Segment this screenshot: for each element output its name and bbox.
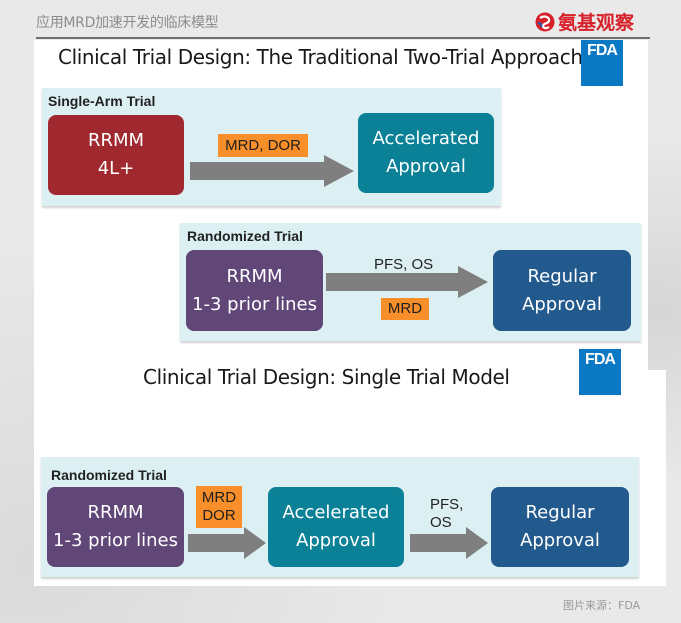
rrmm-prior-lines-box: RRMM 1-3 prior lines	[186, 250, 323, 331]
box-line2: Approval	[520, 530, 600, 551]
pfs-os-endpoint-label: PFS, OS	[374, 256, 434, 273]
accelerated-approval-box: Accelerated Approval	[358, 113, 494, 193]
randomized-trial-label: Randomized Trial	[187, 228, 303, 244]
box-line1: Accelerated	[282, 502, 390, 523]
box-line2: Approval	[296, 530, 376, 551]
arrow-right-icon	[410, 527, 488, 559]
fda-logo-icon: FDA	[579, 349, 621, 395]
mrd-endpoint-tag: MRD	[381, 298, 429, 320]
single-arm-trial-label: Single-Arm Trial	[48, 93, 156, 109]
rrmm-prior-lines-box: RRMM 1-3 prior lines	[47, 487, 184, 567]
page-header-title: 应用MRD加速开发的临床模型	[36, 15, 219, 31]
rrmm-4l-box: RRMM 4L+	[48, 115, 184, 195]
box-line2: Approval	[386, 156, 466, 177]
mrd-dor-endpoint-tag: MRD, DOR	[218, 134, 308, 157]
box-line1: RRMM	[87, 130, 145, 151]
fda-logo-text: FDA	[585, 351, 616, 368]
arrow-right-icon	[326, 266, 488, 298]
box-line2: 1-3 prior lines	[53, 530, 178, 551]
box-line1: RRMM	[87, 502, 144, 523]
box-line1: RRMM	[226, 265, 283, 287]
regular-approval-box: Regular Approval	[491, 487, 629, 567]
label-line2: OS	[430, 514, 452, 531]
randomized-trial-label: Randomized Trial	[51, 467, 167, 483]
tag-line1: MRD	[201, 489, 237, 506]
box-line2: 1-3 prior lines	[192, 293, 317, 315]
arrow-right-icon	[188, 527, 266, 559]
fda-logo-icon: FDA	[581, 40, 623, 86]
header-divider	[36, 37, 650, 39]
accelerated-approval-box: Accelerated Approval	[268, 487, 404, 567]
regular-approval-box: Regular Approval	[493, 250, 631, 331]
label-line1: PFS,	[430, 496, 464, 513]
arrow-right-icon	[190, 155, 354, 187]
box-line1: Regular	[525, 502, 595, 523]
fda-logo-text: FDA	[587, 42, 618, 59]
box-line2: 4L+	[97, 158, 135, 179]
pfs-os-endpoint-label: PFS, OS	[430, 496, 463, 532]
section1-title: Clinical Trial Design: The Traditional T…	[58, 45, 583, 69]
tag-line2: DOR	[202, 507, 236, 524]
brand-logo-icon	[535, 12, 555, 31]
box-line1: Regular	[527, 265, 597, 287]
section2-title: Clinical Trial Design: Single Trial Mode…	[143, 365, 510, 389]
brand-name: 氨基观察	[558, 12, 635, 34]
image-source-note: 图片来源：FDA	[563, 599, 641, 612]
brand: 氨基观察	[535, 8, 634, 35]
box-line1: Accelerated	[372, 128, 480, 149]
mrd-dor-endpoint-tag: MRD DOR	[196, 486, 242, 528]
box-line2: Approval	[522, 293, 602, 315]
